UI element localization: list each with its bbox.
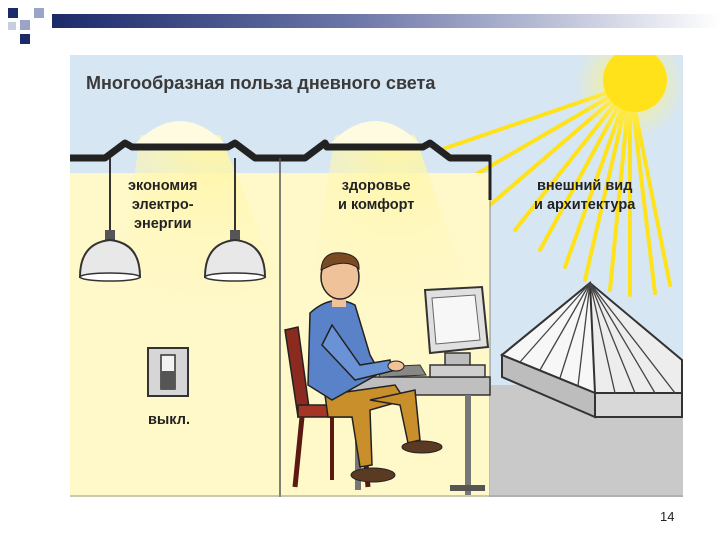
label-health-comfort: здоровье и комфорт	[338, 177, 414, 215]
label-energy-saving: экономия электро- энергии	[128, 177, 197, 234]
label-switch-off: выкл.	[148, 412, 190, 428]
deco-square	[20, 20, 30, 30]
light-cone-left	[110, 135, 310, 355]
label-architecture-line: внешний вид	[536, 178, 633, 194]
label-architecture-line: и архитектура	[534, 197, 636, 213]
illustration-svg	[70, 55, 683, 497]
pendant-lamp-left	[78, 158, 142, 282]
label-energy-line: электро-	[131, 197, 194, 213]
daylight-illustration: Многообразная польза дневного света экон…	[70, 55, 683, 497]
header-bar	[52, 14, 720, 28]
deco-square	[20, 34, 30, 44]
sun	[603, 55, 667, 112]
person-at-computer	[307, 252, 443, 483]
pendant-lamp-right	[203, 158, 267, 282]
header-decoration	[0, 0, 720, 44]
pyramid-skylight	[500, 280, 683, 419]
label-health-line: и комфорт	[338, 197, 415, 213]
page-number: 14	[660, 509, 675, 524]
label-architecture: внешний вид и архитектура	[534, 177, 635, 215]
slide-title: Многообразная польза дневного света	[86, 73, 436, 93]
deco-square	[8, 22, 16, 30]
computer-monitor	[423, 285, 490, 378]
deco-square	[34, 8, 44, 18]
skylight-dome-right	[327, 121, 423, 147]
label-health-line: здоровье	[341, 178, 411, 194]
skylight-dome-left	[132, 121, 228, 147]
light-switch-icon	[147, 347, 189, 397]
label-energy-line: экономия	[128, 178, 198, 194]
label-energy-line: энергии	[133, 216, 192, 232]
deco-square	[8, 8, 18, 18]
